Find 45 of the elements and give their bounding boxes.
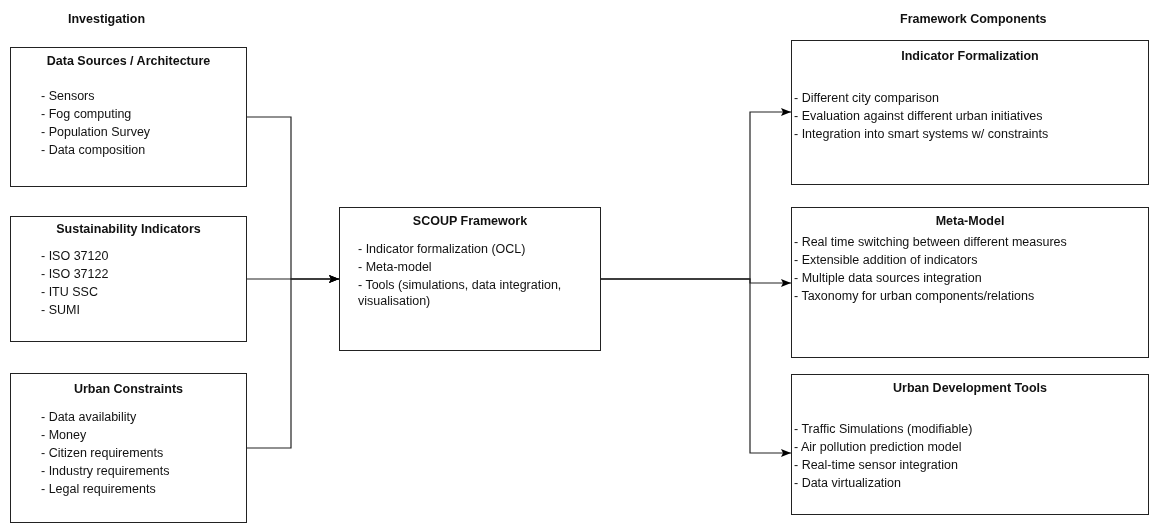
list-item: - Traffic Simulations (modifiable) <box>794 421 974 437</box>
list-item: - Multiple data sources integration <box>794 270 983 286</box>
list-item: - Legal requirements <box>41 481 157 497</box>
box-heading: Urban Constraints <box>72 382 184 396</box>
connector-arrow <box>246 275 340 449</box>
list-item: - Taxonomy for urban components/relations <box>794 288 1036 304</box>
text-box <box>339 207 601 351</box>
list-item: - Extensible addition of indicators <box>794 252 979 268</box>
list-item: - Air pollution prediction model <box>794 439 963 455</box>
list-item: - Fog computing <box>41 106 133 122</box>
list-item: - SUMI <box>41 302 81 318</box>
text-box <box>10 47 247 187</box>
box-heading: SCOUP Framework <box>411 214 529 228</box>
list-item: - Meta-model <box>358 259 433 275</box>
list-item: - ISO 37122 <box>41 266 110 282</box>
list-item: - Indicator formalization (OCL) <box>358 241 527 257</box>
box-heading: Sustainability Indicators <box>55 222 202 236</box>
list-item: - Tools (simulations, data integration, visualisation) <box>358 277 563 309</box>
box-heading: Data Sources / Architecture <box>45 54 212 68</box>
text-box <box>791 374 1149 515</box>
list-item: - ITU SSC <box>41 284 99 300</box>
list-item: - Evaluation against different urban initiatives <box>794 108 1044 124</box>
list-item: - Real-time sensor integration <box>794 457 959 473</box>
list-item: - Industry requirements <box>41 463 171 479</box>
list-item: - Real time switching between different measures <box>794 234 1068 250</box>
list-item: - Different city comparison <box>794 90 940 106</box>
box-heading: Meta-Model <box>934 214 1006 228</box>
text-box <box>10 216 247 342</box>
list-item: - Citizen requirements <box>41 445 165 461</box>
list-item: - Money <box>41 427 88 443</box>
connector-arrow <box>600 278 792 457</box>
text-box <box>791 40 1149 185</box>
list-item: - Sensors <box>41 88 96 104</box>
column-heading: Framework Components <box>900 12 1047 26</box>
list-item: - Data virtualization <box>794 475 902 491</box>
list-item: - Data availability <box>41 409 138 425</box>
list-item: - Data composition <box>41 142 147 158</box>
text-box <box>10 373 247 523</box>
box-heading: Urban Development Tools <box>892 381 1048 395</box>
box-heading: Indicator Formalization <box>900 49 1040 63</box>
list-item: - Population Survey <box>41 124 152 140</box>
column-heading: Investigation <box>68 12 146 26</box>
list-item: - ISO 37120 <box>41 248 110 264</box>
list-item: - Integration into smart systems w/ constraints <box>794 126 1050 142</box>
text-box <box>791 207 1149 358</box>
